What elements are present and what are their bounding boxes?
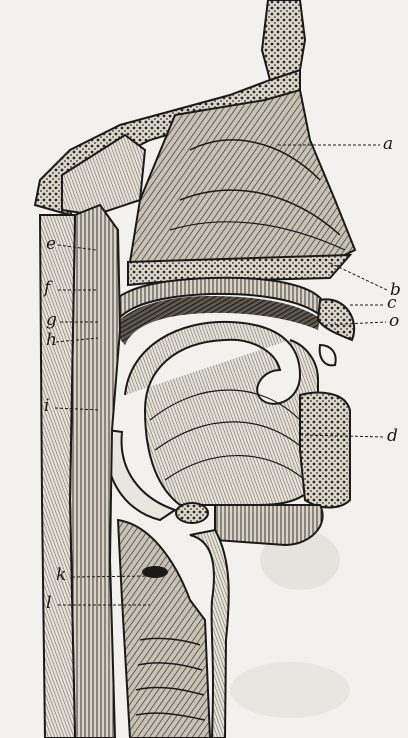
label-a: a [383,136,393,153]
label-c: c [387,295,397,312]
label-g: g [46,312,57,329]
label-k: k [56,567,66,584]
label-i: i [44,398,49,415]
label-d: d [387,428,398,445]
label-e: e [46,236,56,253]
lower-jaw-lip [300,393,350,508]
larynx [118,520,210,738]
label-h: h [46,332,57,349]
hyoid [176,503,208,523]
tongue [125,322,318,505]
chin [215,505,323,545]
upper-lip [318,299,354,340]
label-f: f [44,280,50,297]
label-l: l [46,595,51,612]
label-o: o [389,313,399,330]
